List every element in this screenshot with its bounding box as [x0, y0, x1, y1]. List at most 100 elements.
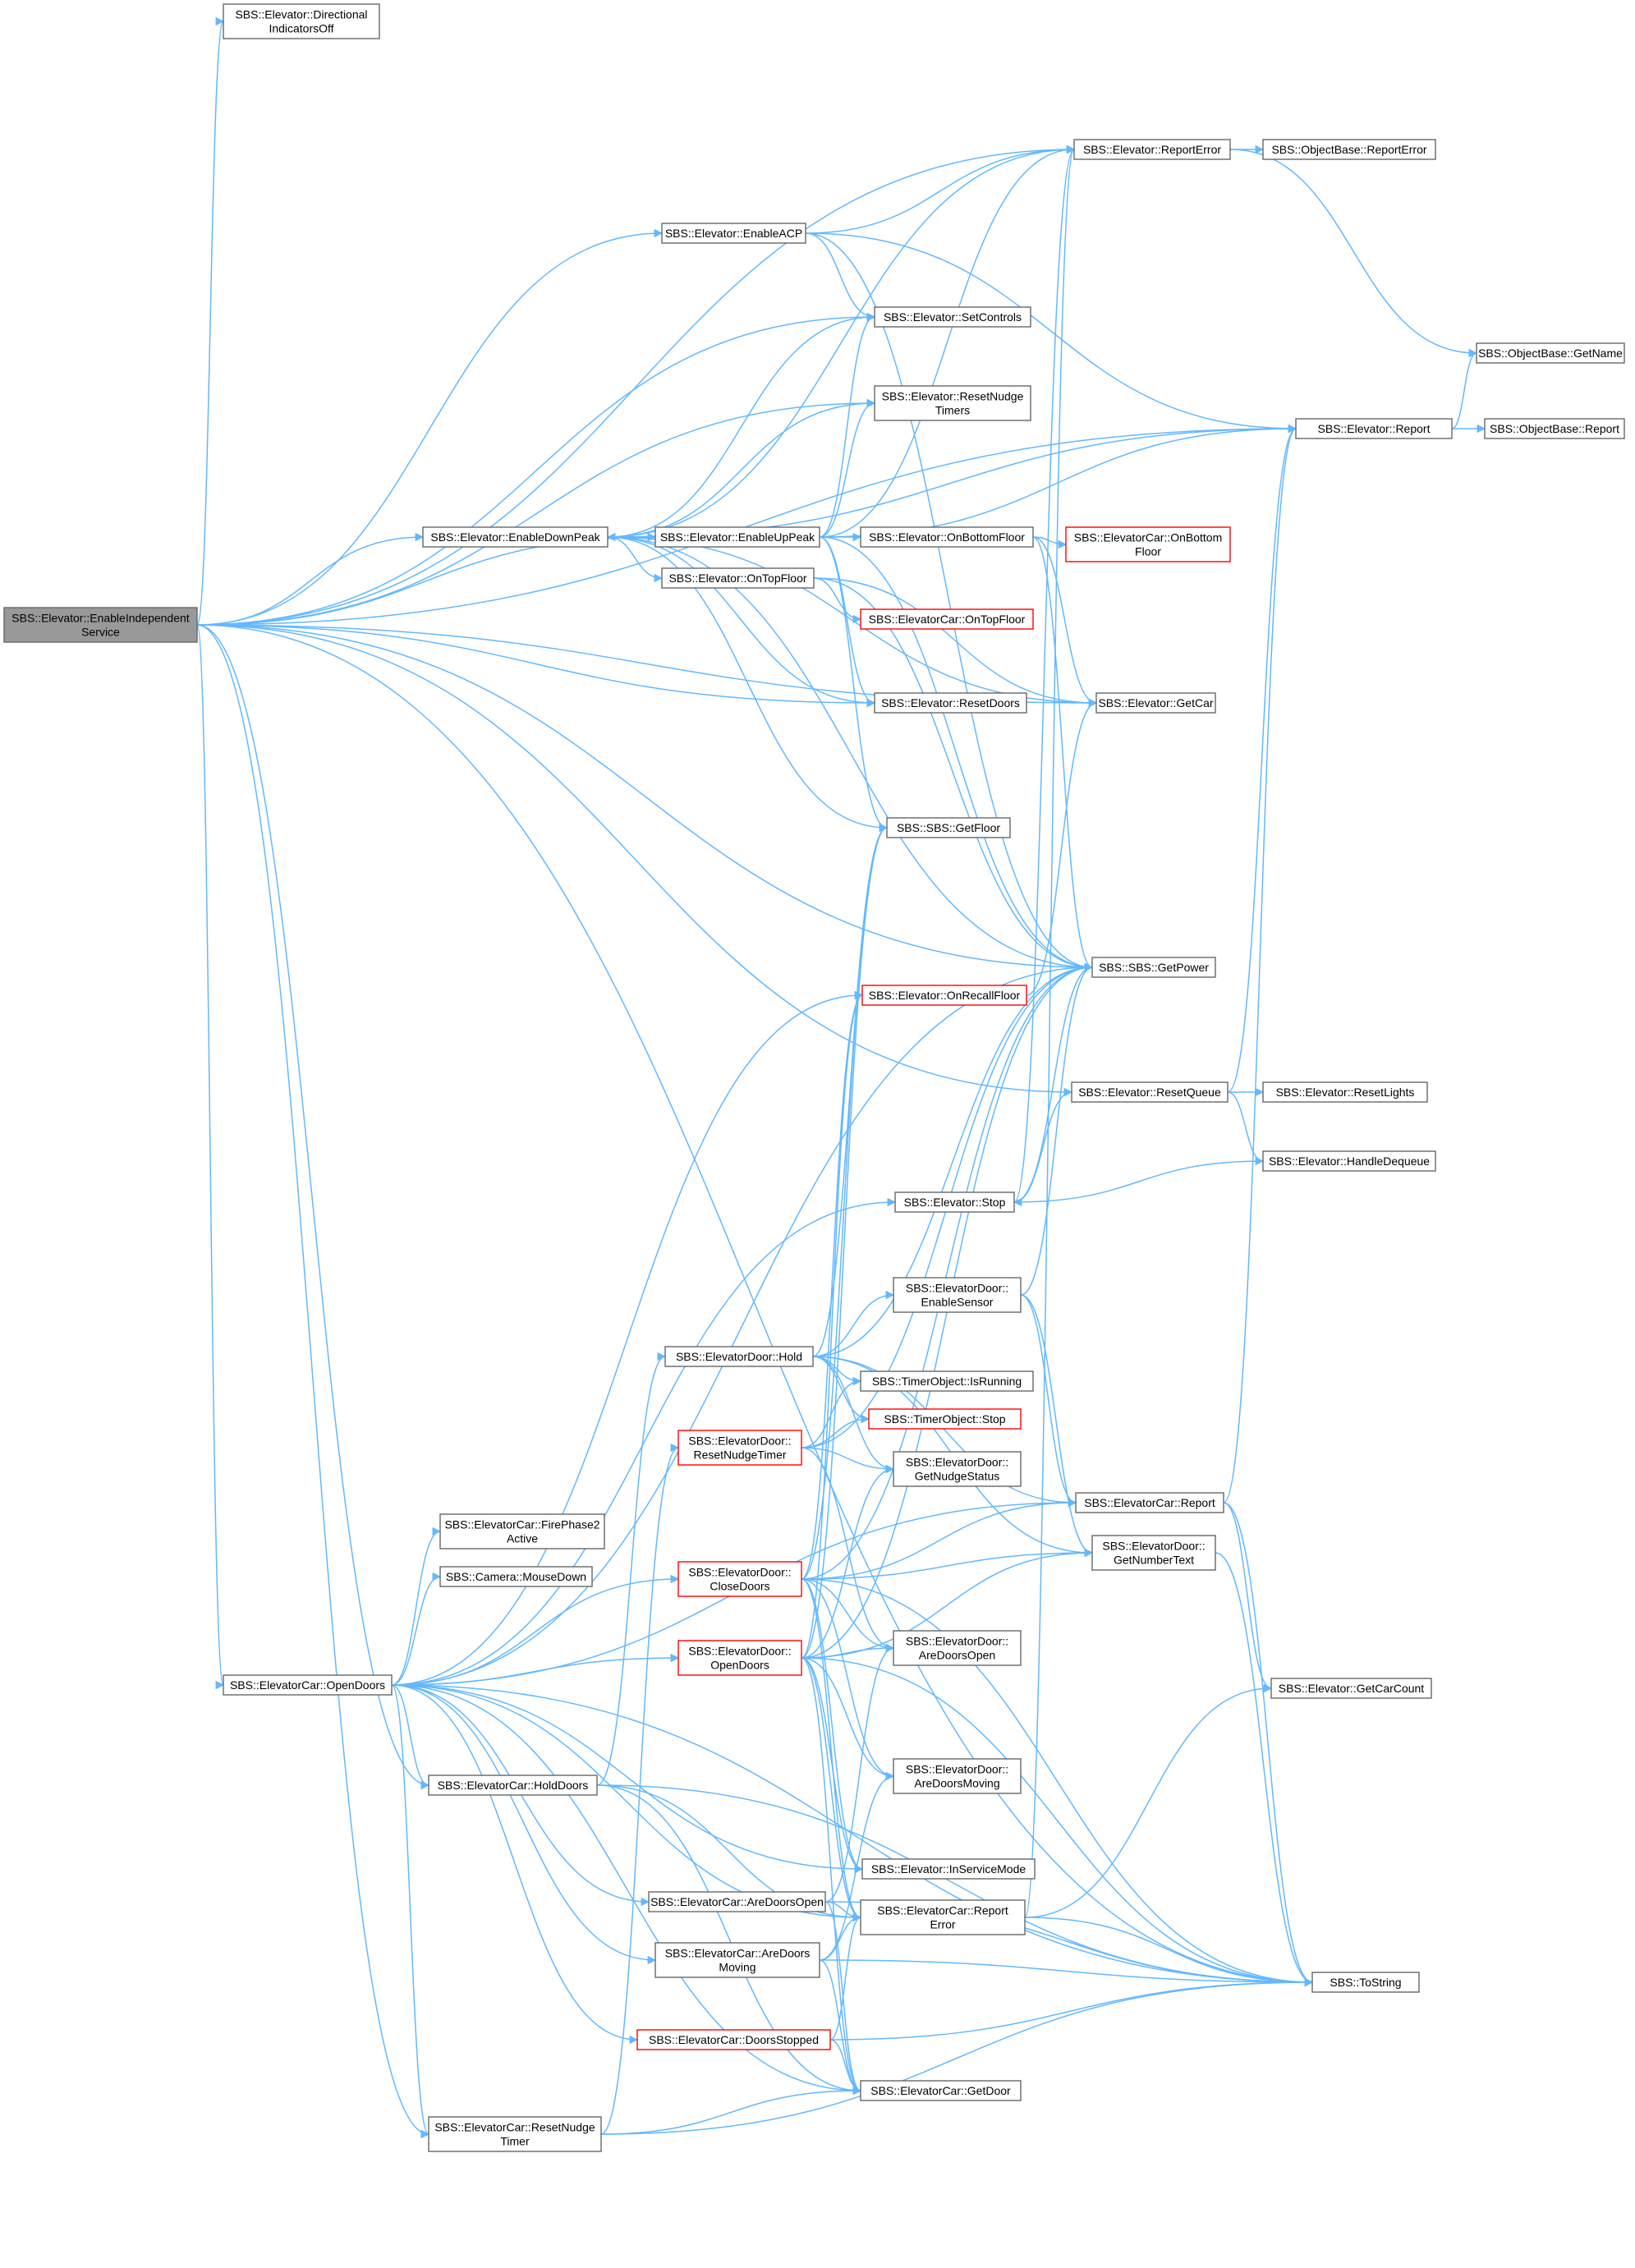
node-box — [654, 1942, 820, 1978]
node-resetlights[interactable]: SBS::Elevator::ResetLights — [1262, 1081, 1428, 1103]
node-box — [223, 3, 380, 39]
node-car_resetnudgetimer[interactable]: SBS::ElevatorCar::ResetNudgeTimer — [428, 2116, 602, 2152]
edge-car_reporterror-to-reporterror — [1024, 145, 1076, 1918]
edge-car_aredoorsmoving-to-door_aredoorsmoving — [819, 1771, 895, 1961]
node-box — [422, 526, 609, 548]
node-car_holddoors[interactable]: SBS::ElevatorCar::HoldDoors — [428, 1774, 598, 1796]
node-label: SBS::ElevatorDoor:: — [906, 1635, 1008, 1648]
node-obj_reporterror[interactable]: SBS::ObjectBase::ReportError — [1262, 139, 1436, 160]
edge-enableuppeak-to-getpower — [819, 536, 1094, 972]
node-label: SBS::TimerObject::IsRunning — [872, 1375, 1022, 1388]
node-label: SBS::Elevator::EnableIndependent — [11, 612, 189, 625]
edge-enableindep-to-car_opendoors — [196, 624, 225, 1689]
node-car_opendoors[interactable]: SBS::ElevatorCar::OpenDoors — [223, 1674, 393, 1696]
node-ontopfloor[interactable]: SBS::Elevator::OnTopFloor — [661, 567, 815, 589]
node-box — [661, 567, 815, 589]
node-box — [428, 2116, 602, 2152]
node-label: Timers — [935, 404, 970, 417]
node-handledequeue[interactable]: SBS::Elevator::HandleDequeue — [1262, 1150, 1436, 1172]
edge-enableuppeak-to-resetnudgetimers — [819, 398, 876, 538]
node-enableuppeak[interactable]: SBS::Elevator::EnableUpPeak — [654, 526, 820, 548]
node-setcontrols[interactable]: SBS::Elevator::SetControls — [874, 306, 1031, 328]
edge-car_report-to-getcarcount — [1223, 1502, 1273, 1693]
node-box — [893, 1630, 1022, 1666]
node-label: SBS::ElevatorCar::GetDoor — [870, 2084, 1011, 2097]
node-mousedown[interactable]: SBS::Camera::MouseDown — [439, 1566, 593, 1587]
node-getcarcount[interactable]: SBS::Elevator::GetCarCount — [1270, 1678, 1432, 1699]
node-door_opendoors[interactable]: SBS::ElevatorDoor::OpenDoors — [677, 1640, 802, 1676]
edge-enabledownpeak-to-getfloor — [607, 536, 889, 833]
node-door_aredoorsmoving[interactable]: SBS::ElevatorDoor::AreDoorsMoving — [893, 1758, 1022, 1794]
edge-door_resetnudgetimer-to-getnudgestatus — [801, 1447, 895, 1474]
node-obj_report[interactable]: SBS::ObjectBase::Report — [1484, 418, 1625, 439]
node-label: SBS::Elevator::Report — [1318, 422, 1431, 435]
node-isrunning[interactable]: SBS::TimerObject::IsRunning — [860, 1370, 1034, 1392]
node-box — [1075, 1492, 1224, 1513]
edge-enablesensor-to-getnumbertext — [1020, 1294, 1094, 1558]
node-label: SBS::ObjectBase::ReportError — [1271, 143, 1426, 156]
node-box — [664, 1346, 814, 1367]
node-box — [860, 2080, 1022, 2101]
node-enableacp[interactable]: SBS::Elevator::EnableACP — [661, 223, 806, 244]
node-getdoor[interactable]: SBS::ElevatorCar::GetDoor — [860, 2080, 1022, 2101]
node-label: SBS::Elevator::SetControls — [884, 310, 1022, 324]
edge-car_aredoorsmoving-to-getdoor — [819, 1959, 862, 2096]
edge-closedoors-to-getfloor — [801, 823, 889, 1580]
node-car_ontopfloor[interactable]: SBS::ElevatorCar::OnTopFloor — [860, 608, 1034, 630]
node-label: SBS::Elevator::GetCarCount — [1279, 1682, 1425, 1695]
node-reporterror[interactable]: SBS::Elevator::ReportError — [1073, 139, 1231, 160]
node-label: SBS::Elevator::Stop — [904, 1196, 1006, 1209]
node-box — [861, 985, 1027, 1006]
edge-car_opendoors-to-inservicemode — [391, 1684, 864, 1874]
node-door_resetnudgetimer[interactable]: SBS::ElevatorDoor::ResetNudgeTimer — [677, 1430, 802, 1466]
node-enabledownpeak[interactable]: SBS::Elevator::EnableDownPeak — [422, 526, 609, 548]
node-onbottomfloor[interactable]: SBS::Elevator::OnBottomFloor — [860, 526, 1034, 548]
edge-enableindep-to-getpower — [196, 624, 1094, 972]
node-obj_getname[interactable]: SBS::ObjectBase::GetName — [1476, 342, 1625, 364]
node-door_hold[interactable]: SBS::ElevatorDoor::Hold — [664, 1346, 814, 1367]
node-getnumbertext[interactable]: SBS::ElevatorDoor::GetNumberText — [1091, 1535, 1216, 1571]
edge-door_hold-to-car_report — [812, 1356, 1077, 1508]
node-inservicemode[interactable]: SBS::Elevator::InServiceMode — [861, 1858, 1036, 1880]
node-timerstop[interactable]: SBS::TimerObject::Stop — [868, 1408, 1022, 1430]
edge-enableacp-to-getpower — [805, 232, 1094, 972]
edge-enableindep-to-car_holddoors — [196, 624, 430, 1790]
node-label: SBS::Elevator::ResetLights — [1276, 1086, 1415, 1099]
node-car_onbottomfloor[interactable]: SBS::ElevatorCar::OnBottomFloor — [1065, 526, 1231, 562]
node-closedoors[interactable]: SBS::ElevatorDoor::CloseDoors — [677, 1561, 802, 1597]
node-getpower[interactable]: SBS::SBS::GetPower — [1091, 957, 1216, 978]
node-car_reporterror[interactable]: SBS::ElevatorCar::ReportError — [860, 1899, 1026, 1935]
edge-enableacp-to-setcontrols — [805, 232, 876, 322]
node-doorsstopped[interactable]: SBS::ElevatorCar::DoorsStopped — [636, 2029, 831, 2050]
node-label: AreDoorsOpen — [919, 1649, 995, 1662]
node-enablesensor[interactable]: SBS::ElevatorDoor::EnableSensor — [893, 1277, 1022, 1313]
node-box — [1091, 957, 1216, 978]
node-resetqueue[interactable]: SBS::Elevator::ResetQueue — [1071, 1081, 1229, 1103]
edge-enableuppeak-to-setcontrols — [819, 312, 876, 538]
node-car_aredoorsopen[interactable]: SBS::ElevatorCar::AreDoorsOpen — [648, 1891, 826, 1912]
node-label: SBS::Elevator::ResetDoors — [881, 696, 1020, 709]
node-door_aredoorsopen[interactable]: SBS::ElevatorDoor::AreDoorsOpen — [893, 1630, 1022, 1666]
edge-ontopfloor-to-getcar — [813, 577, 1098, 708]
node-label: SBS::ElevatorCar::OpenDoors — [230, 1678, 385, 1692]
node-stop[interactable]: SBS::Elevator::Stop — [894, 1191, 1015, 1213]
node-label: SBS::ElevatorCar::HoldDoors — [438, 1779, 589, 1792]
node-getnudgestatus[interactable]: SBS::ElevatorDoor::GetNudgeStatus — [893, 1451, 1022, 1487]
node-resetdoors[interactable]: SBS::Elevator::ResetDoors — [874, 692, 1027, 714]
node-onrecallfloor[interactable]: SBS::Elevator::OnRecallFloor — [861, 985, 1027, 1006]
node-getfloor[interactable]: SBS::SBS::GetFloor — [886, 817, 1011, 838]
node-report[interactable]: SBS::Elevator::Report — [1295, 418, 1453, 439]
node-tostring[interactable]: SBS::ToString — [1311, 1972, 1420, 1993]
node-getcar[interactable]: SBS::Elevator::GetCar — [1095, 692, 1216, 714]
node-car_aredoorsmoving[interactable]: SBS::ElevatorCar::AreDoorsMoving — [654, 1942, 820, 1978]
node-label: Error — [930, 1918, 955, 1931]
edge-door_opendoors-to-door_aredoorsmoving — [801, 1657, 895, 1781]
node-car_report[interactable]: SBS::ElevatorCar::Report — [1075, 1492, 1224, 1513]
edge-car_aredoorsopen-to-door_aredoorsopen — [824, 1643, 895, 1903]
edge-door_opendoors-to-tostring — [801, 1657, 1314, 1987]
edge-car_opendoors-to-getpower — [391, 962, 1094, 1686]
